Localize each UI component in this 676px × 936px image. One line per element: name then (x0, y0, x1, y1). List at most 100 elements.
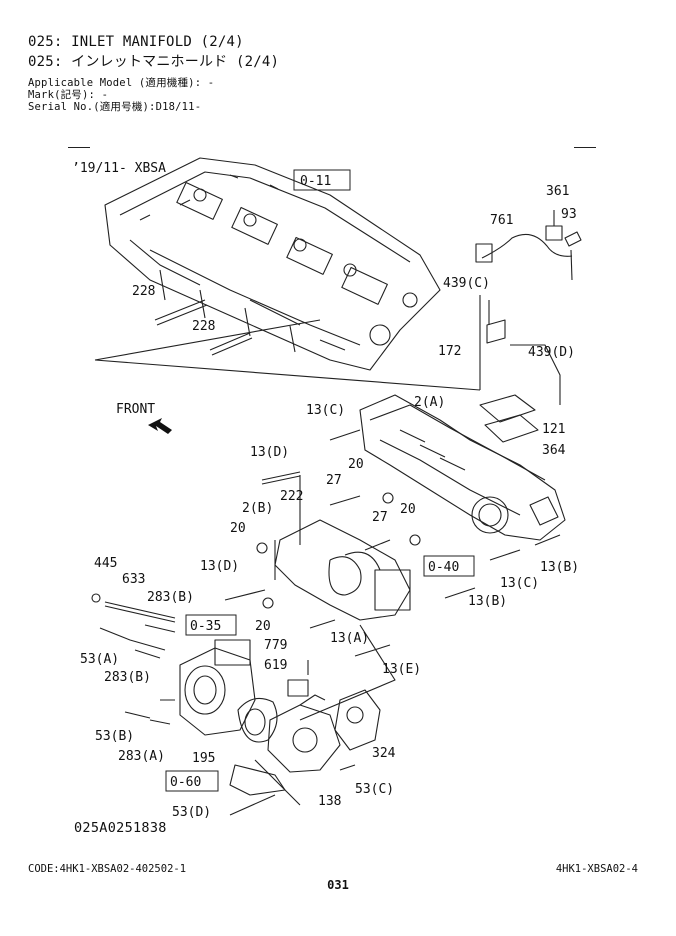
inlet-manifold-body (359, 394, 566, 541)
variant-note: ’19/11- XBSA (72, 161, 166, 176)
gasket-364 (484, 414, 539, 443)
bracket-060 (229, 764, 286, 796)
callout-20-d: 20 (255, 619, 271, 634)
callout-228-upper: 228 (132, 284, 155, 299)
gasket-195 (237, 697, 278, 743)
callout-283b-top: 283(B) (147, 590, 194, 605)
bolt-13b-right (534, 534, 561, 546)
collar-283a (149, 719, 171, 725)
footer-code-left: CODE:4HK1-XBSA02-402502-1 (28, 863, 187, 875)
serial-number: Serial No.(適用号機):D18/11- (28, 101, 202, 113)
callout-13c-right: 13(C) (500, 576, 539, 591)
callout-364: 364 (542, 443, 566, 458)
bolt-53c (339, 764, 356, 771)
throttle-body-illustration (179, 639, 256, 736)
callout-93: 93 (561, 207, 577, 222)
stud-633 (104, 601, 176, 623)
callout-13e: 13(E) (382, 662, 421, 677)
callout-20-c: 20 (230, 521, 246, 536)
callout-121: 121 (542, 422, 565, 437)
sensor-761-wire (481, 233, 573, 259)
plate-121 (479, 394, 536, 423)
callout-27-b: 27 (372, 510, 388, 525)
bolt-361 (545, 225, 563, 241)
nut-20-a (256, 542, 268, 554)
bolt-53b (124, 711, 151, 719)
front-label: FRONT (116, 402, 155, 417)
callout-13a: 13(A) (330, 631, 369, 646)
callout-324: 324 (372, 746, 396, 761)
bolt-13e (354, 644, 391, 657)
callout-439c: 439(C) (443, 276, 490, 291)
bolt-53d (229, 794, 276, 816)
sensor-619 (287, 679, 309, 697)
footer-code-right: 4HK1-XBSA02-4 (555, 863, 638, 875)
cylinder-head-illustration (104, 157, 441, 371)
callout-619: 619 (264, 658, 287, 673)
nut-20-b (262, 597, 274, 609)
stud-27a (329, 495, 361, 506)
bolt-13c-top (329, 429, 361, 441)
stud-27b (364, 539, 391, 551)
callout-53a: 53(A) (80, 652, 119, 667)
ref-0-60: 0-60 (170, 775, 201, 790)
callout-222: 222 (280, 489, 303, 504)
nut-445 (91, 593, 101, 603)
callout-445: 445 (94, 556, 117, 571)
title-japanese: 025: インレットマニホールド (2/4) (28, 54, 280, 70)
mark-field: Mark(記号): - (28, 89, 109, 101)
callout-13b-right: 13(B) (540, 560, 579, 575)
callout-633: 633 (122, 572, 145, 587)
callout-2b: 2(B) (242, 501, 273, 516)
ref-box-0-40 (423, 555, 475, 577)
section-rule-left (68, 147, 90, 148)
front-arrow-icon (148, 418, 172, 434)
callout-283a: 283(A) (118, 749, 165, 764)
callout-138: 138 (318, 794, 341, 809)
callout-53d: 53(D) (172, 805, 211, 820)
bolt-13b-mid (444, 587, 476, 599)
applicable-model: Applicable Model (適用機種): - (28, 77, 215, 89)
bolt-53a (99, 627, 166, 651)
callout-20-b: 20 (400, 502, 416, 517)
clip-93 (564, 231, 582, 247)
exploded-parts-diagram: ’19/11- XBSA FRONT 0-11 0-35 0-40 0-60 3… (72, 157, 582, 820)
callout-53c: 53(C) (355, 782, 394, 797)
callout-27-a: 27 (326, 473, 342, 488)
bolt-13c-right (489, 549, 521, 561)
ref-0-40: 0-40 (428, 560, 459, 575)
callout-439d: 439(D) (528, 345, 575, 360)
gasket-324 (334, 689, 381, 751)
inlet-manifold-lower (274, 519, 411, 621)
callout-361: 361 (546, 184, 569, 199)
callout-228-lower: 228 (192, 319, 215, 334)
ref-0-11: 0-11 (300, 174, 331, 189)
bolt-13d-mid (224, 589, 266, 601)
ref-box-0-35 (185, 614, 237, 636)
callout-13c-top: 13(C) (306, 403, 345, 418)
callout-2a: 2(A) (414, 395, 445, 410)
callout-779: 779 (264, 638, 287, 653)
callout-195: 195 (192, 751, 215, 766)
ref-box-0-11 (293, 169, 351, 191)
stud-228-lower (209, 332, 253, 356)
stud-228-upper (154, 299, 208, 326)
nut-20-d (409, 534, 421, 546)
callout-13d-top: 13(D) (250, 445, 289, 460)
ref-0-35: 0-35 (190, 619, 221, 634)
ref-box-0-60 (165, 770, 219, 792)
bolt-13a (309, 619, 336, 629)
collar-283b-top (144, 624, 176, 633)
callout-20-a: 20 (348, 457, 364, 472)
callout-761: 761 (490, 213, 513, 228)
callout-13b-mid: 13(B) (468, 594, 507, 609)
sensor-761-connector (475, 243, 493, 263)
callout-283b-mid: 283(B) (104, 670, 151, 685)
callout-172: 172 (438, 344, 461, 359)
drawing-id: 025A0251838 (74, 820, 167, 836)
bolt-13d-top (261, 471, 301, 485)
title-english: 025: INLET MANIFOLD (2/4) (28, 34, 244, 50)
callout-13d-mid: 13(D) (200, 559, 239, 574)
page-number: 031 (327, 878, 349, 892)
bracket-172 (486, 319, 506, 344)
